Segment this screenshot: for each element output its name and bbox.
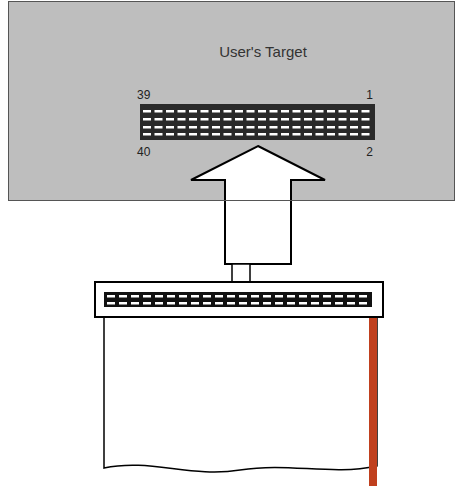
insert-arrow [191, 146, 325, 264]
pin-header [140, 104, 375, 140]
pin-number: 2 [366, 146, 373, 158]
ribbon-cable [104, 316, 377, 472]
target-board: User's Target [8, 1, 455, 201]
pin1-stripe [369, 316, 377, 486]
pin-number: 40 [137, 146, 150, 158]
board-title: User's Target [219, 43, 307, 60]
pin-number: 39 [137, 89, 150, 101]
polarity-key [232, 264, 250, 282]
pin-number: 1 [366, 89, 373, 101]
cable-connector [95, 282, 383, 317]
